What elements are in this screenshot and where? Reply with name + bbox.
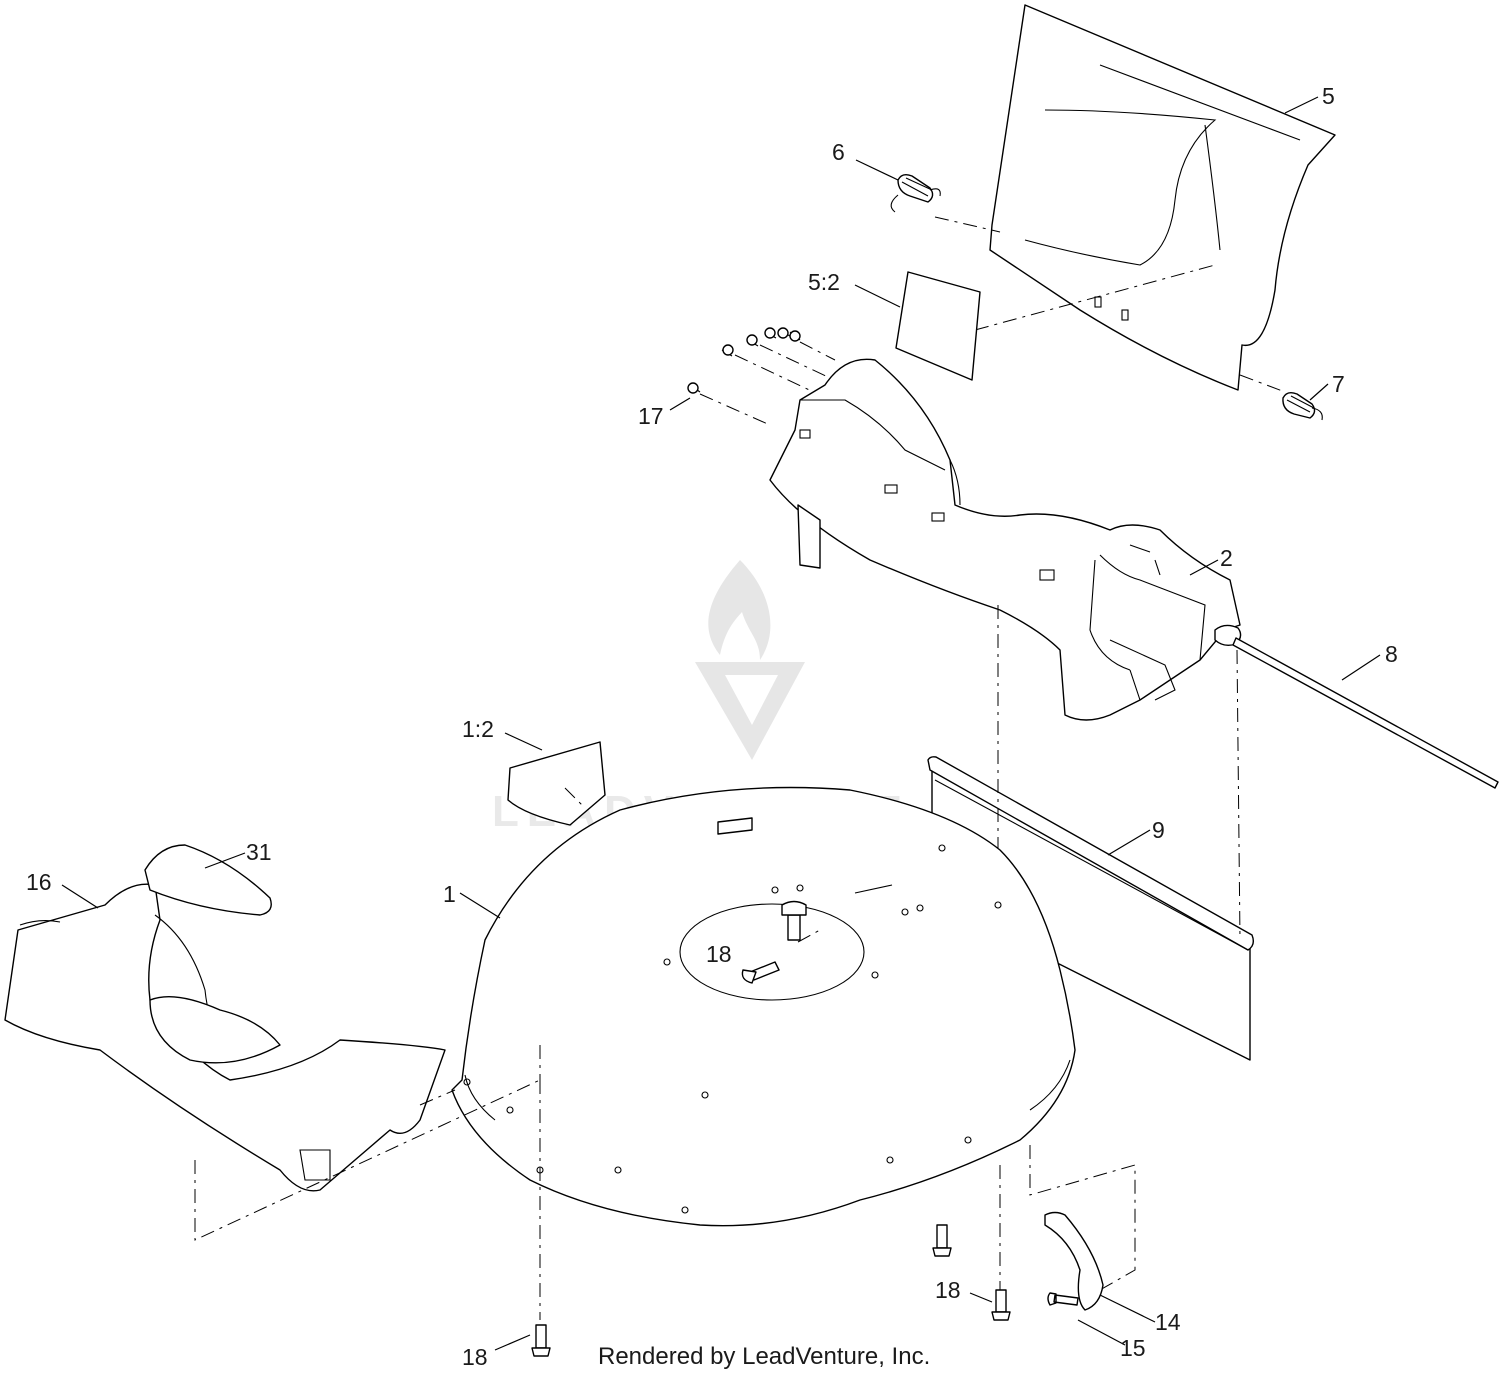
callout-8: 8 (1385, 641, 1398, 667)
callout-14: 14 (1155, 1309, 1181, 1335)
part-lever (1044, 1211, 1104, 1311)
part-deck (451, 786, 1076, 1227)
part-rear-flap (927, 756, 1255, 1061)
part-decal-door (895, 271, 981, 381)
callout-5: 5 (1322, 83, 1335, 109)
callout-1: 1 (443, 881, 456, 907)
part-screw-lever (1047, 1292, 1079, 1306)
callout-18-bottom: 18 (462, 1344, 488, 1370)
callout-5-2: 5:2 (808, 269, 840, 295)
callout-18-right: 18 (935, 1277, 961, 1303)
callouts: 5 6 5:2 7 17 2 8 1:2 9 31 16 1 18 18 14 … (26, 83, 1398, 1370)
part-handle-mount (4, 883, 446, 1192)
callout-18-center: 18 (706, 941, 732, 967)
flame-logo-icon (708, 560, 771, 660)
part-rear-door (989, 4, 1336, 391)
part-handle-housing (769, 358, 1242, 721)
credit-text: Rendered by LeadVenture, Inc. (598, 1343, 930, 1370)
callout-7: 7 (1332, 371, 1345, 397)
part-screws-bottom (531, 1224, 1011, 1357)
part-pad (144, 844, 272, 916)
part-screws-center (741, 900, 807, 984)
callout-16: 16 (26, 869, 52, 895)
callout-6: 6 (832, 139, 845, 165)
callout-17: 17 (638, 403, 664, 429)
part-spring-right (1282, 391, 1323, 421)
callout-15: 15 (1120, 1335, 1146, 1361)
callout-2: 2 (1220, 545, 1233, 571)
callout-31: 31 (246, 839, 272, 865)
callout-9: 9 (1152, 817, 1165, 843)
part-spring-left (890, 173, 941, 213)
part-rod (1232, 637, 1499, 789)
leader-lines (61, 96, 1381, 1351)
callout-1-2: 1:2 (462, 716, 494, 742)
v-logo-icon (695, 662, 805, 760)
part-screws (687, 327, 801, 394)
